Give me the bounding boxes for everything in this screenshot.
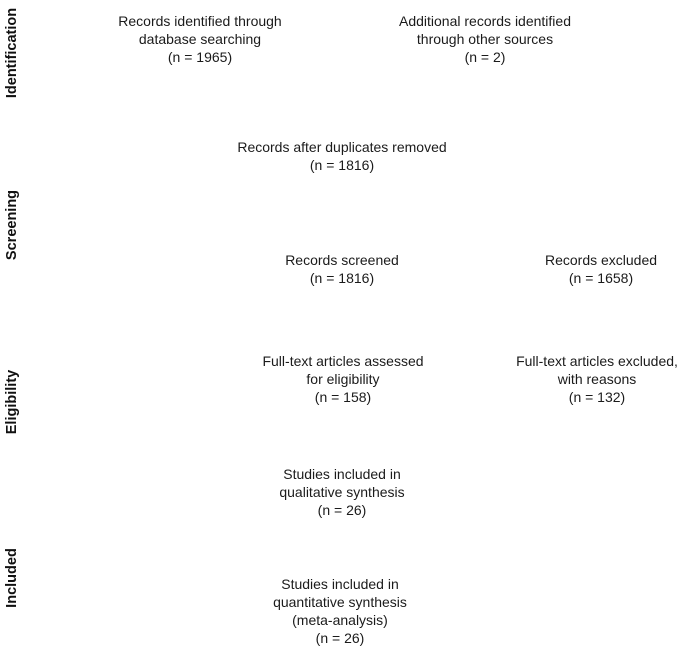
flow-box-studies-quantitative-synthesis: Studies included in quantitative synthes…: [240, 575, 440, 647]
flow-box-line: (meta-analysis): [292, 612, 388, 628]
flow-box-line: Studies included in: [283, 466, 401, 482]
flow-box-line: for eligibility: [306, 371, 380, 387]
stage-label-identification: Identification: [4, 7, 20, 99]
flow-box-count: (n = 132): [568, 389, 626, 405]
flow-box-fulltext-articles-assessed: Full-text articles assessed for eligibil…: [248, 352, 438, 406]
flow-box-count: (n = 26): [317, 502, 367, 518]
flow-box-line: Full-text articles assessed: [262, 353, 424, 369]
flow-box-line: with reasons: [557, 371, 637, 387]
stage-label-screening: Screening: [4, 189, 20, 261]
flow-box-line: Records after duplicates removed: [237, 139, 447, 155]
stage-label-included: Included: [4, 548, 20, 608]
flow-box-line: Records identified through: [118, 13, 282, 29]
flow-box-count: (n = 1816): [309, 157, 375, 173]
flow-box-line: quantitative synthesis: [273, 594, 407, 610]
flow-box-fulltext-articles-excluded: Full-text articles excluded, with reason…: [509, 352, 685, 406]
flow-box-studies-qualitative-synthesis: Studies included in qualitative synthesi…: [247, 465, 437, 519]
flow-box-line: database searching: [138, 31, 262, 47]
flow-box-line: qualitative synthesis: [279, 484, 405, 500]
flow-box-count: (n = 2): [464, 49, 506, 65]
flow-box-count: (n = 1965): [167, 49, 233, 65]
flow-box-line: Additional records identified: [399, 13, 571, 29]
flow-box-additional-records-other-sources: Additional records identified through ot…: [385, 12, 585, 66]
flow-box-line: Studies included in: [281, 576, 399, 592]
stage-label-eligibility: Eligibility: [4, 369, 20, 435]
flow-box-records-identified-database: Records identified through database sear…: [100, 12, 300, 66]
flow-box-line: Records screened: [285, 252, 399, 268]
flow-box-line: Records excluded: [544, 252, 658, 268]
flow-box-count: (n = 158): [314, 389, 372, 405]
flow-box-count: (n = 1816): [309, 270, 375, 286]
flow-box-records-screened: Records screened (n = 1816): [262, 251, 422, 287]
flow-box-records-excluded: Records excluded (n = 1658): [521, 251, 681, 287]
flow-box-line: Full-text articles excluded,: [516, 353, 678, 369]
flow-box-count: (n = 26): [315, 630, 365, 646]
flow-box-line: through other sources: [416, 31, 554, 47]
flow-box-count: (n = 1658): [568, 270, 634, 286]
flow-box-records-after-duplicates-removed: Records after duplicates removed (n = 18…: [222, 138, 462, 174]
